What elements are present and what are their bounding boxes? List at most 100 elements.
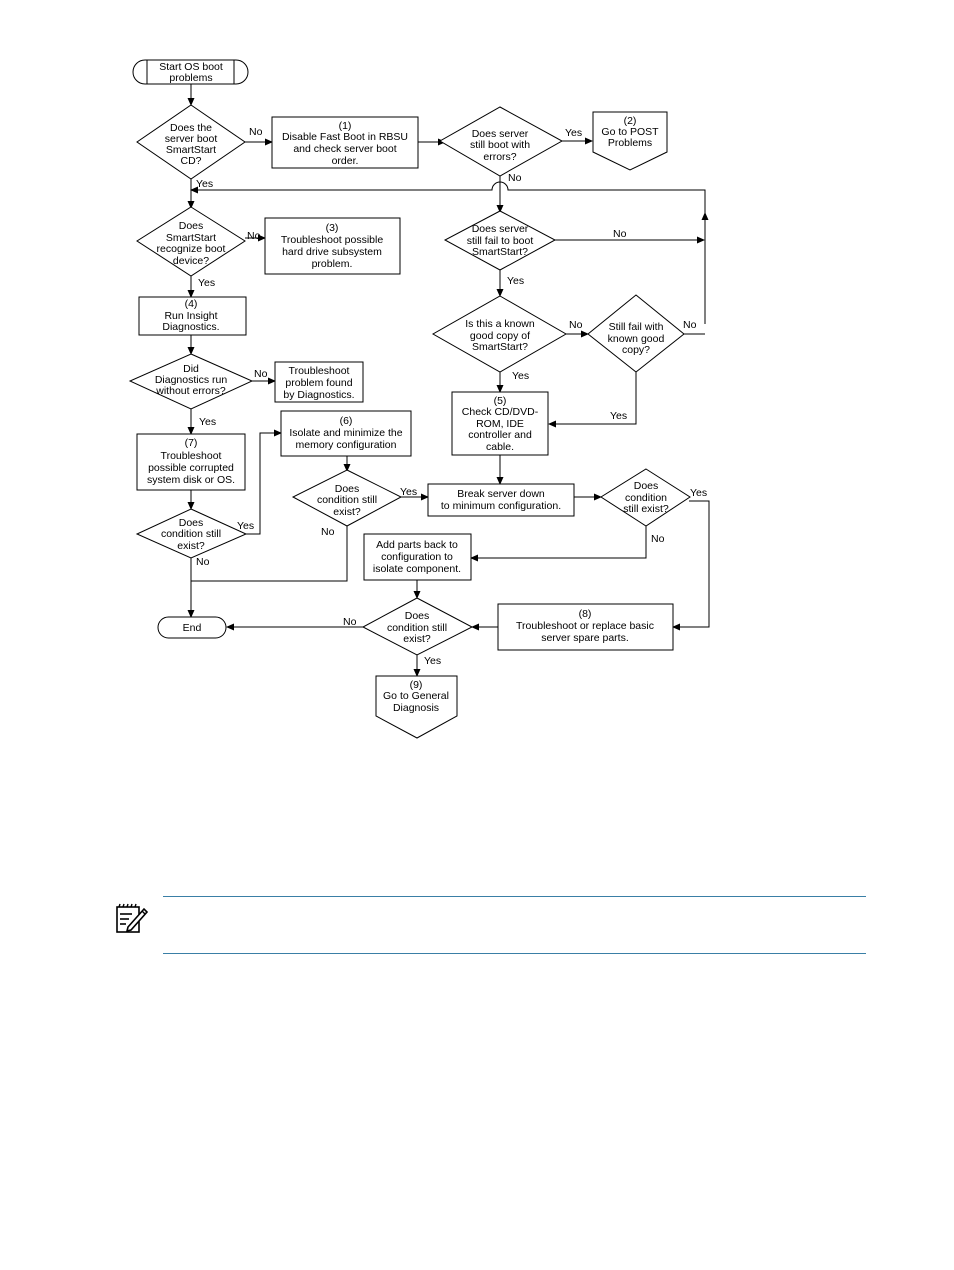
label-no-3: No	[247, 230, 261, 242]
decision-condition-mid: Does condition still exist?	[291, 469, 403, 527]
svg-text:ROM, IDE: ROM, IDE	[476, 418, 524, 430]
svg-text:SmartStart?: SmartStart?	[472, 341, 528, 353]
svg-text:system disk or OS.: system disk or OS.	[147, 474, 235, 486]
svg-text:Diagnostics run: Diagnostics run	[155, 374, 228, 386]
note-top-rule	[163, 896, 866, 897]
offpage-2-post-problems: (2) Go to POST Problems	[592, 111, 668, 171]
decision-still-errors: Does server still boot with errors?	[438, 106, 564, 177]
label-no-4: No	[613, 228, 627, 240]
label-yes-4: Yes	[198, 277, 215, 289]
label-yes-3: Yes	[507, 275, 524, 287]
svg-text:problem found: problem found	[285, 377, 352, 389]
svg-text:condition still: condition still	[161, 528, 221, 540]
svg-text:Go to POST: Go to POST	[601, 126, 659, 138]
svg-text:without errors?: without errors?	[155, 385, 226, 397]
svg-text:Troubleshoot possible: Troubleshoot possible	[281, 234, 383, 246]
svg-text:hard drive subsystem: hard drive subsystem	[282, 246, 382, 258]
svg-text:Does server: Does server	[472, 223, 529, 235]
decision-recognize-device: Does SmartStart recognize boot device?	[136, 206, 246, 277]
label-yes-2: Yes	[196, 178, 213, 190]
svg-text:known good: known good	[608, 333, 665, 345]
svg-text:cable.: cable.	[486, 441, 514, 453]
svg-text:Did: Did	[183, 363, 199, 375]
svg-text:still boot with: still boot with	[470, 139, 530, 151]
svg-text:Isolate and minimize the: Isolate and minimize the	[289, 427, 402, 439]
svg-text:(5): (5)	[494, 395, 507, 407]
svg-text:Does the: Does the	[170, 122, 212, 134]
label-yes-6: Yes	[610, 410, 627, 422]
svg-text:SmartStart: SmartStart	[166, 232, 216, 244]
label-no-1: No	[249, 126, 263, 138]
svg-text:Does: Does	[335, 483, 360, 495]
svg-text:SmartStart: SmartStart	[166, 144, 216, 156]
svg-text:CD?: CD?	[180, 155, 201, 167]
box-4-run-insight: (4) Run Insight Diagnostics.	[138, 296, 247, 336]
svg-text:errors?: errors?	[483, 151, 516, 163]
svg-text:Go to General: Go to General	[383, 690, 449, 702]
box-add-parts-back: Add parts back to configuration to isola…	[363, 533, 472, 581]
svg-text:recognize boot: recognize boot	[157, 243, 226, 255]
svg-text:Does: Does	[634, 480, 659, 492]
label-no-8: No	[321, 526, 335, 538]
svg-text:Troubleshoot: Troubleshoot	[289, 365, 350, 377]
svg-text:problems: problems	[169, 72, 212, 84]
node-start: Start OS boot problems	[132, 59, 249, 85]
label-yes-11: Yes	[424, 655, 441, 667]
svg-text:possible corrupted: possible corrupted	[148, 462, 234, 474]
svg-text:exist?: exist?	[177, 540, 205, 552]
svg-text:(4): (4)	[185, 298, 198, 310]
svg-text:Does: Does	[405, 610, 430, 622]
svg-text:Disable Fast Boot in RBSU: Disable Fast Boot in RBSU	[282, 131, 408, 143]
svg-text:Does: Does	[179, 220, 204, 232]
svg-text:device?: device?	[173, 255, 209, 267]
label-no-6: No	[683, 319, 697, 331]
svg-text:Does: Does	[179, 517, 204, 529]
svg-text:still exist?: still exist?	[623, 503, 669, 515]
svg-text:(1): (1)	[339, 120, 352, 132]
label-yes-9: Yes	[690, 487, 707, 499]
svg-text:Troubleshoot: Troubleshoot	[161, 450, 222, 462]
decision-condition-right: Does condition still exist?	[600, 468, 691, 527]
svg-text:copy?: copy?	[622, 344, 650, 356]
label-yes-8: Yes	[400, 486, 417, 498]
box-5-check-cd-dvd: (5) Check CD/DVD- ROM, IDE controller an…	[451, 391, 549, 456]
box-8-replace-spare-parts: (8) Troubleshoot or replace basic server…	[497, 603, 674, 651]
svg-text:Diagnostics.: Diagnostics.	[162, 321, 219, 333]
box-3-hard-drive: (3) Troubleshoot possible hard drive sub…	[264, 217, 401, 275]
svg-text:exist?: exist?	[403, 633, 431, 645]
svg-text:Problems: Problems	[608, 137, 652, 149]
svg-text:condition: condition	[625, 492, 667, 504]
decision-still-fail: Does server still fail to boot SmartStar…	[443, 210, 557, 271]
svg-text:good copy of: good copy of	[470, 330, 530, 342]
label-yes-7: Yes	[199, 416, 216, 428]
svg-text:Add parts back to: Add parts back to	[376, 539, 458, 551]
svg-text:Break server down: Break server down	[457, 488, 545, 500]
label-no-7: No	[254, 368, 268, 380]
decision-boot-cd: Does the server boot SmartStart CD?	[136, 104, 246, 180]
svg-text:and check server boot: and check server boot	[293, 143, 396, 155]
label-no-10: No	[196, 556, 210, 568]
label-yes-5: Yes	[512, 370, 529, 382]
box-6-isolate-memory: (6) Isolate and minimize the memory conf…	[280, 410, 412, 457]
svg-text:condition still: condition still	[317, 494, 377, 506]
svg-text:Still fail with: Still fail with	[609, 321, 664, 333]
edge-labels: No Yes No Yes No No Yes Yes No No No Yes…	[196, 126, 707, 667]
svg-text:(8): (8)	[579, 608, 592, 620]
label-yes-1: Yes	[565, 127, 582, 139]
svg-text:Start OS boot: Start OS boot	[159, 61, 223, 73]
svg-text:SmartStart?: SmartStart?	[472, 246, 528, 258]
svg-text:End: End	[183, 622, 202, 634]
flowchart: No Yes No Yes No No Yes Yes No No No Yes…	[128, 59, 710, 739]
svg-text:condition still: condition still	[387, 622, 447, 634]
svg-text:still fail to boot: still fail to boot	[467, 235, 534, 247]
decision-condition-left: Does condition still exist?	[135, 508, 248, 559]
decision-known-copy: Is this a known good copy of SmartStart?	[431, 295, 568, 373]
edges	[187, 84, 710, 677]
svg-text:by Diagnostics.: by Diagnostics.	[283, 389, 354, 401]
svg-text:Diagnosis: Diagnosis	[393, 702, 439, 714]
offpage-9-general-diagnosis: (9) Go to General Diagnosis	[375, 675, 458, 739]
svg-text:memory configuration: memory configuration	[296, 439, 397, 451]
svg-text:Does server: Does server	[472, 128, 529, 140]
svg-text:(9): (9)	[410, 679, 423, 691]
box-break-server-down: Break server down to minimum configurati…	[427, 483, 575, 517]
